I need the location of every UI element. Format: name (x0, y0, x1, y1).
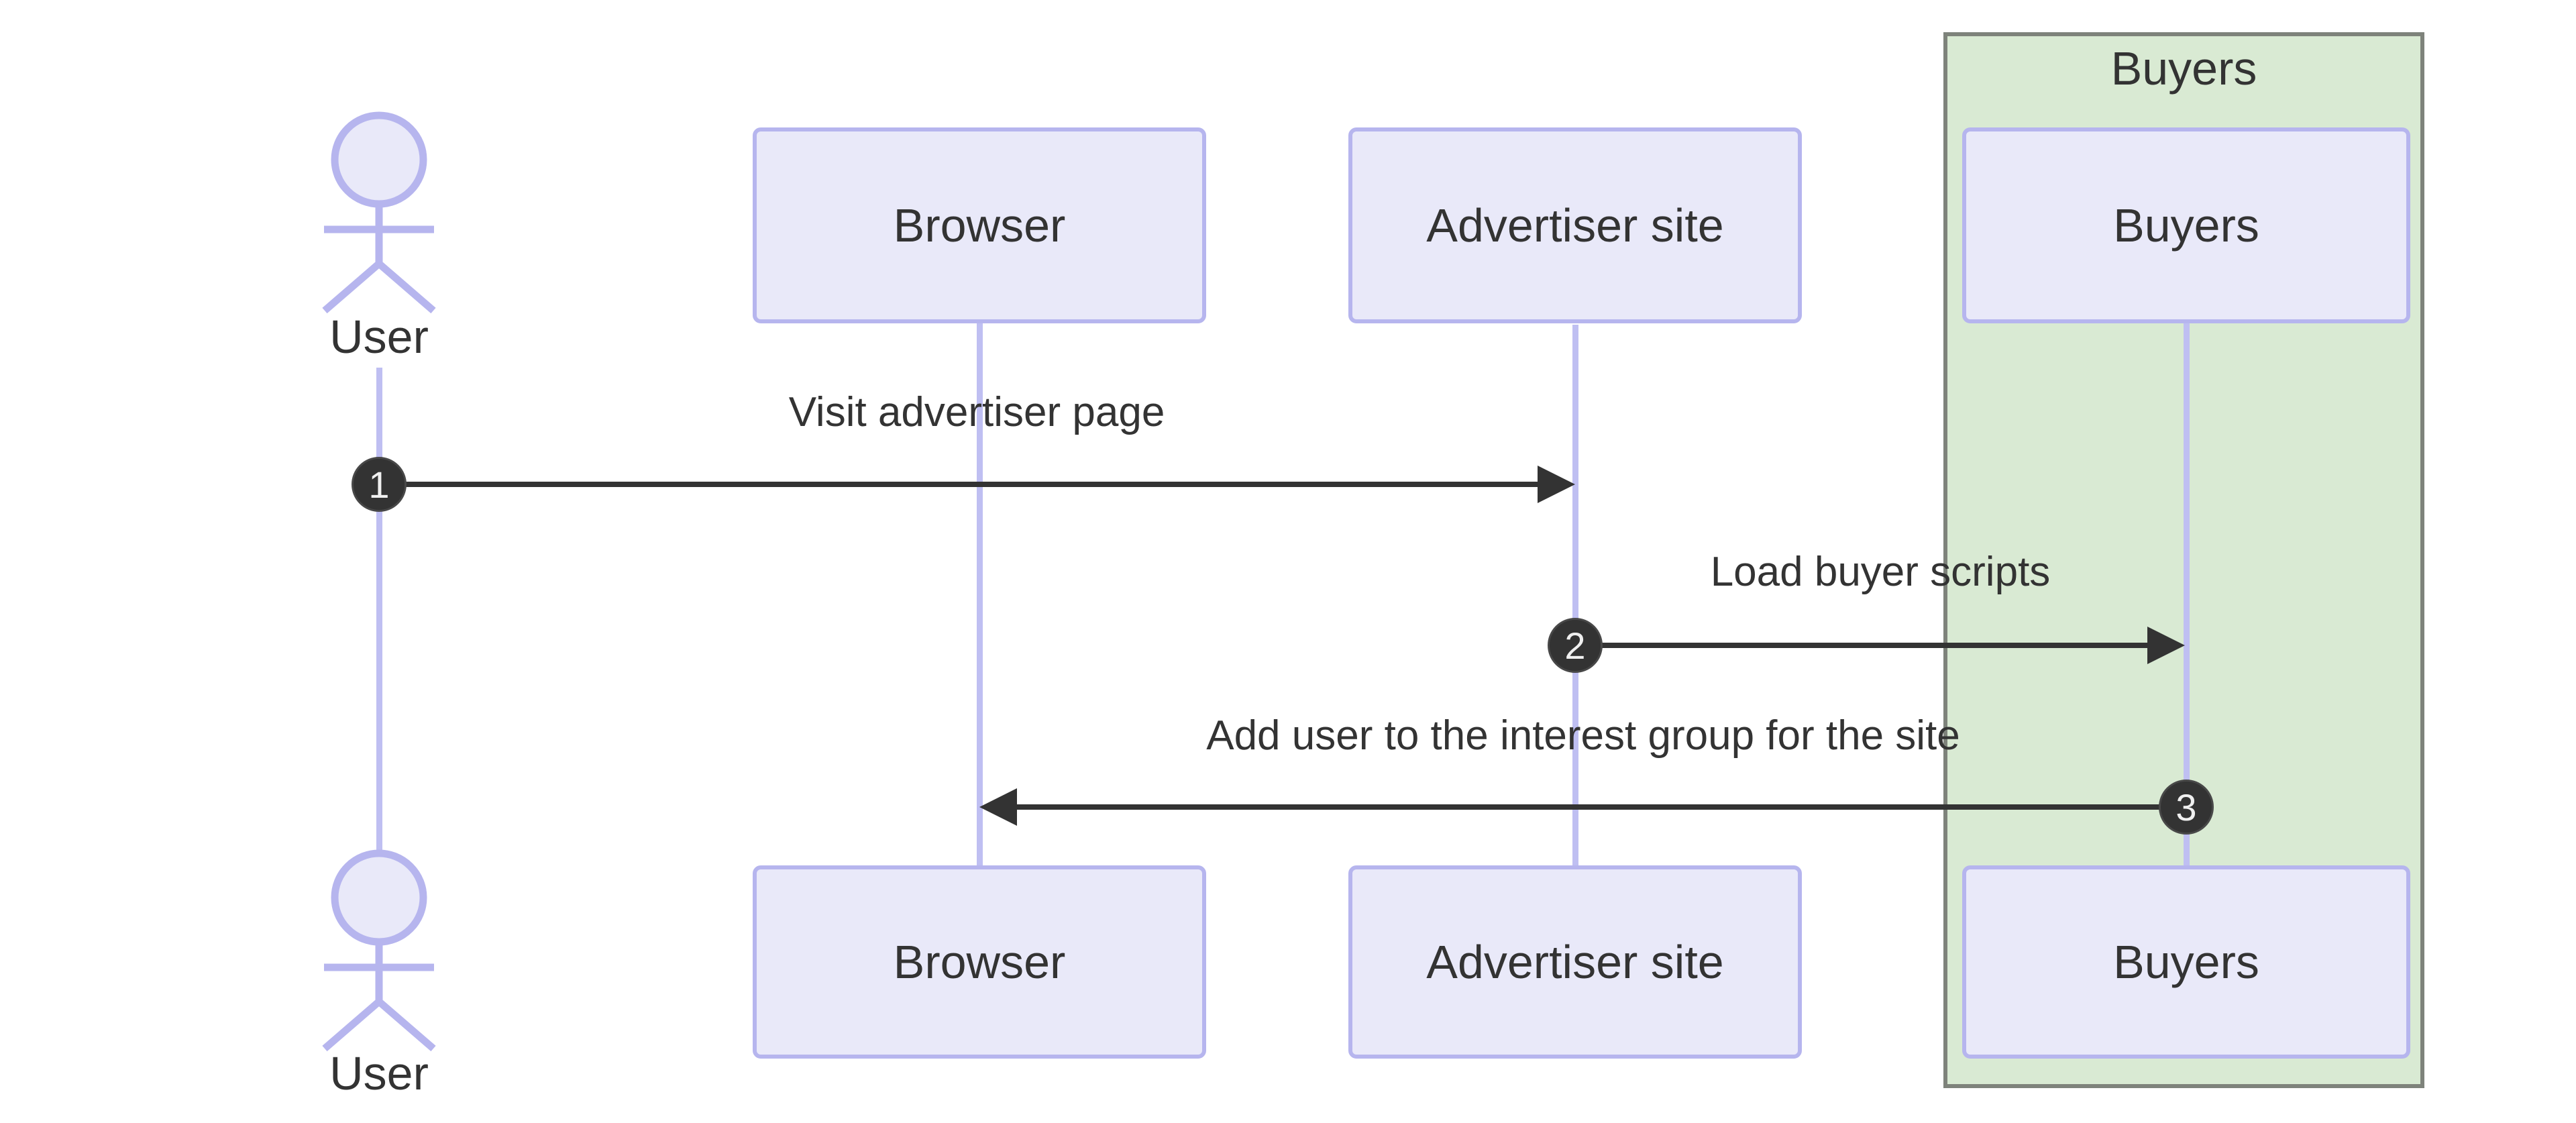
participant-box-advertiser-site-top: Advertiser site (1348, 127, 1802, 323)
participant-label-browser-bottom: Browser (893, 936, 1066, 988)
participant-box-buyers-bottom: Buyers (1962, 865, 2410, 1059)
participant-label-browser-top: Browser (893, 199, 1066, 252)
participant-label-buyers-top: Buyers (2113, 199, 2259, 252)
sequence-number-3-badge: 3 (2159, 780, 2214, 835)
buyers-group-title: Buyers (2110, 42, 2257, 95)
sequence-number-1: 1 (368, 463, 390, 506)
message-3-label: Add user to the interest group for the s… (1206, 712, 1960, 759)
sequence-number-3: 3 (2176, 786, 2197, 828)
participant-label-buyers-bottom: Buyers (2113, 936, 2259, 988)
user-actor-bottom-icon (322, 849, 436, 1052)
message-1-label: Visit advertiser page (788, 389, 1165, 435)
participant-label-advertiser-site-bottom: Advertiser site (1426, 936, 1724, 988)
lifeline-user (376, 368, 382, 853)
lifeline-buyers (2184, 323, 2190, 865)
message-1-arrowhead-icon (1538, 466, 1575, 503)
lifeline-advertiser-site (1572, 325, 1578, 865)
message-3-line (1016, 804, 2186, 810)
message-3-arrowhead-icon (979, 788, 1017, 826)
message-1-line (379, 482, 1539, 487)
participant-box-browser-top: Browser (753, 127, 1206, 323)
sequence-number-2: 2 (1564, 624, 1586, 667)
participant-label-advertiser-site-top: Advertiser site (1426, 199, 1724, 252)
message-2-arrowhead-icon (2147, 627, 2185, 664)
sequence-number-1-badge: 1 (352, 457, 407, 512)
lifeline-browser (977, 323, 983, 865)
user-actor-bottom-label: User (329, 1047, 429, 1100)
participant-box-advertiser-site-bottom: Advertiser site (1348, 865, 1802, 1059)
user-actor-top-label: User (329, 311, 429, 363)
user-actor-top-icon (322, 111, 436, 314)
sequence-number-2-badge: 2 (1548, 618, 1603, 673)
participant-box-buyers-top: Buyers (1962, 127, 2410, 323)
message-2-label: Load buyer scripts (1710, 549, 2051, 595)
message-2-line (1575, 643, 2149, 648)
participant-box-browser-bottom: Browser (753, 865, 1206, 1059)
